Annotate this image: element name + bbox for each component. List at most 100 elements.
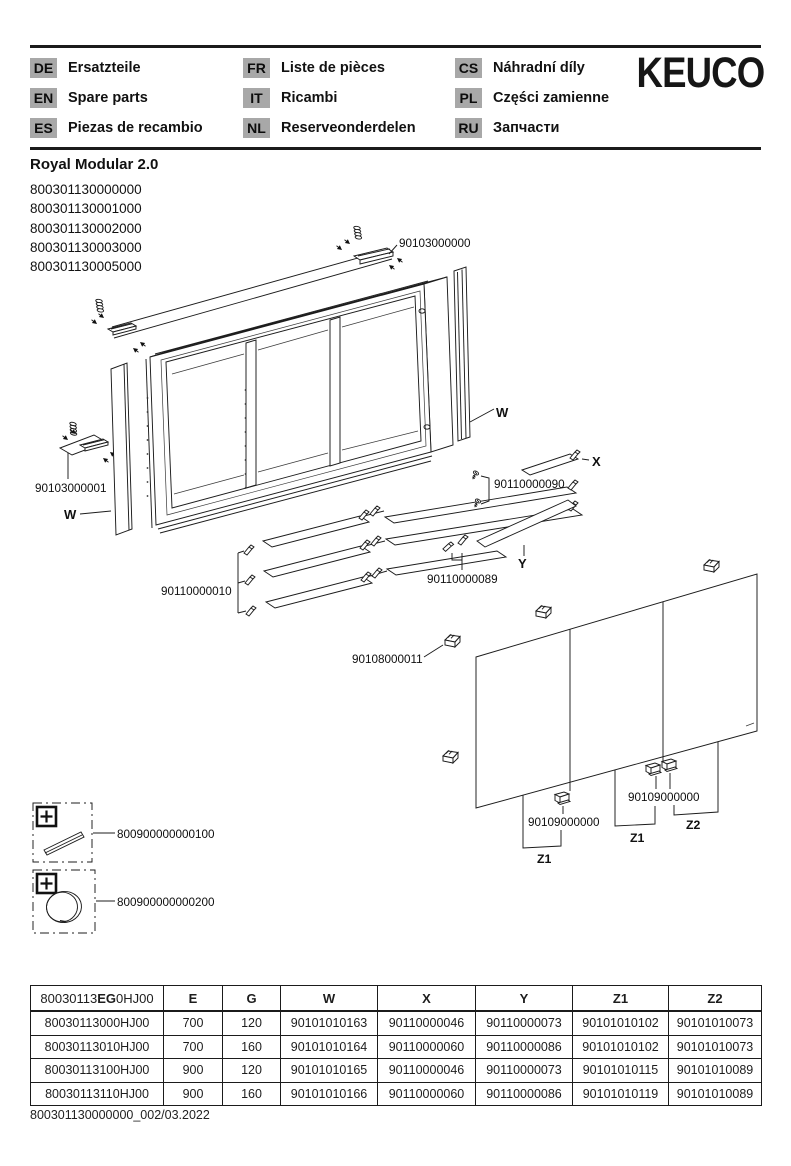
- cell-g: 160: [222, 1081, 281, 1106]
- cell-w: 90101010165: [280, 1058, 378, 1083]
- header-col-w: W: [280, 985, 378, 1012]
- lang-label-en: Spare parts: [68, 90, 148, 106]
- lang-row-fr: FR Liste de pièces: [243, 58, 385, 78]
- cell-part: 80030113000HJ00: [30, 1010, 164, 1036]
- product-number: 800301130001000: [30, 201, 142, 217]
- cell-g: 120: [222, 1058, 281, 1083]
- shelf-profiles-middle: [358, 479, 584, 583]
- lang-badge-de: DE: [30, 58, 57, 78]
- lang-label-cs: Náhradní díly: [493, 60, 585, 76]
- cell-z1: 90101010115: [572, 1058, 669, 1083]
- profile-y: [476, 499, 577, 556]
- table-header-row: 80030113EG0HJ00 E G W X Y Z1 Z2: [30, 985, 762, 1012]
- cell-e: 900: [163, 1058, 223, 1083]
- cell-z1: 90101010102: [572, 1034, 669, 1059]
- lang-row-nl: NL Reserveonderdelen: [243, 118, 416, 138]
- side-panel-right: [453, 266, 471, 442]
- cell-e: 700: [163, 1034, 223, 1059]
- cell-g: 160: [222, 1034, 281, 1059]
- cell-y: 90110000073: [475, 1010, 573, 1036]
- door-fixing-hardware: [522, 742, 719, 849]
- header-divider: [30, 147, 761, 150]
- document-reference: 800301130000000_002/03.2022: [30, 1108, 210, 1122]
- cell-z1: 90101010119: [572, 1081, 669, 1106]
- product-number: 800301130000000: [30, 182, 142, 197]
- variant-table: 80030113EG0HJ00 E G W X Y Z1 Z2 80030113…: [30, 985, 762, 1106]
- label-bracket-top: 90103000000: [399, 237, 471, 250]
- cell-w: 90101010163: [280, 1010, 378, 1036]
- lang-badge-cs: CS: [455, 58, 482, 78]
- lang-badge-es: ES: [30, 118, 57, 138]
- cell-part: 80030113010HJ00: [30, 1034, 164, 1059]
- shelf-retainer-clips: [442, 534, 469, 570]
- cell-z2: 90101010073: [668, 1010, 762, 1036]
- label-door-fixing-1: 90109000000: [528, 816, 600, 829]
- accessory-box-profile: [32, 802, 115, 863]
- table-row: 80030113100HJ00 900 120 90101010165 9011…: [30, 1058, 762, 1083]
- lang-label-it: Ricambi: [281, 90, 338, 106]
- cell-g: 120: [222, 1010, 281, 1036]
- lang-row-cs: CS Náhradní díly: [455, 58, 585, 78]
- label-strip-screws: 90110000090: [494, 478, 565, 491]
- lang-label-ru: Запчасти: [493, 120, 560, 136]
- lang-row-it: IT Ricambi: [243, 88, 337, 108]
- header-col-x: X: [377, 985, 476, 1012]
- label-shelves: 90110000010: [161, 585, 232, 598]
- product-number-list: 800301130000000 800301130001000 80030113…: [30, 180, 142, 276]
- lang-row-de: DE Ersatzteile: [30, 58, 141, 78]
- part-suffix: 0HJ00: [116, 990, 154, 1006]
- cell-e: 900: [163, 1081, 223, 1106]
- profile-x: [520, 449, 581, 476]
- lang-badge-ru: RU: [455, 118, 482, 138]
- label-shelf-clip: 90110000089: [427, 573, 498, 586]
- cell-w: 90101010166: [280, 1081, 378, 1106]
- strip-screws: [469, 469, 490, 509]
- lang-badge-it: IT: [243, 88, 270, 108]
- cell-part: 80030113100HJ00: [30, 1058, 164, 1083]
- product-number: 800301130005000: [30, 259, 142, 275]
- lang-badge-nl: NL: [243, 118, 270, 138]
- header-part-pattern: 80030113EG0HJ00: [30, 985, 164, 1012]
- label-z2: Z2: [686, 818, 701, 832]
- lang-label-de: Ersatzteile: [68, 60, 141, 76]
- header-col-z2: Z2: [668, 985, 762, 1012]
- cell-z2: 90101010073: [668, 1034, 762, 1059]
- product-number: 800301130003000: [30, 239, 142, 255]
- lang-badge-fr: FR: [243, 58, 270, 78]
- cell-x: 90110000060: [377, 1034, 476, 1059]
- lang-row-ru: RU Запчасти: [455, 118, 559, 138]
- cell-z2: 90101010089: [668, 1081, 762, 1106]
- table-row: 80030113010HJ00 700 160 90101010164 9011…: [30, 1034, 762, 1059]
- product-title: Royal Modular 2.0: [30, 156, 159, 173]
- mounting-rail-lines: [111, 248, 393, 339]
- header-col-z1: Z1: [572, 985, 669, 1012]
- side-panel-left: [110, 362, 133, 536]
- header-col-y: Y: [475, 985, 573, 1012]
- cell-part: 80030113110HJ00: [30, 1081, 164, 1106]
- header-col-g: G: [222, 985, 281, 1012]
- label-y: Y: [518, 556, 527, 571]
- label-accessory-2: 800900000000200: [117, 896, 215, 909]
- lang-badge-en: EN: [30, 88, 57, 108]
- cell-w: 90101010164: [280, 1034, 378, 1059]
- label-bracket-left: 90103000001: [35, 482, 107, 495]
- label-w-left: W: [64, 507, 77, 522]
- label-x: X: [592, 454, 601, 469]
- lang-label-fr: Liste de pièces: [281, 60, 385, 76]
- accessory-box-mirror: [32, 869, 115, 934]
- cell-x: 90110000046: [377, 1058, 476, 1083]
- label-z1-1: Z1: [537, 852, 552, 866]
- label-z1-2: Z1: [630, 831, 645, 845]
- wall-fixing-assembly: [58, 421, 118, 479]
- keuco-logo: KEUCO: [636, 49, 765, 97]
- lang-row-pl: PL Części zamienne: [455, 88, 609, 108]
- table-row: 80030113110HJ00 900 160 90101010166 9011…: [30, 1081, 762, 1106]
- part-bold: EG: [97, 990, 117, 1006]
- label-accessory-1: 800900000000100: [117, 828, 215, 841]
- product-number: 800301130002000: [30, 220, 142, 236]
- mirror-door-assembly: [423, 558, 758, 809]
- cell-z1: 90101010102: [572, 1010, 669, 1036]
- top-divider: [30, 45, 761, 48]
